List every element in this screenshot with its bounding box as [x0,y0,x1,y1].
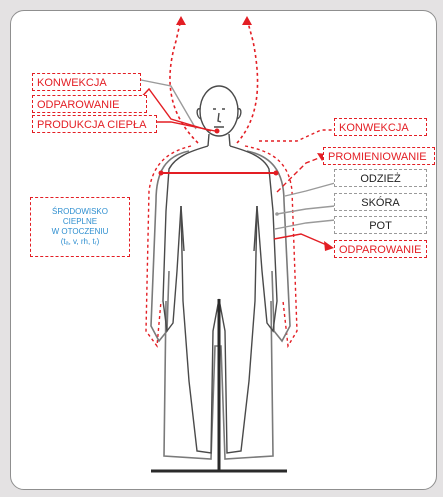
mouth-point-icon [215,129,220,134]
airflow-right [237,19,258,143]
connector-konwekcja-right [259,130,335,141]
arrow-up-right-icon [242,16,252,25]
environment-line3: W OTOCZENIU [31,227,129,237]
environment-line1: ŚRODOWISKO [31,207,129,217]
face [213,109,225,127]
environment-line4: (tₐ, v, rh, tᵣ) [31,237,129,247]
chest-point-left [159,171,164,176]
connector-promieniowanie [277,156,324,192]
connector-odziez [285,183,335,196]
arrow-up-left-icon [176,16,186,25]
connector-odparowanie-right [274,234,329,246]
label-pot: POT [334,216,427,234]
label-konwekcja-left: KONWEKCJA [32,73,141,91]
label-konwekcja-right: KONWEKCJA [334,118,427,136]
environment-box: ŚRODOWISKO CIEPLNE W OTOCZENIU (tₐ, v, r… [30,197,130,257]
inner-arms [181,206,257,251]
label-odziez: ODZIEŻ [334,169,427,187]
label-odparowanie-left: ODPAROWANIE [32,95,147,113]
arrow-odparowanie-icon [324,241,334,251]
label-produkcja-ciepla: PRODUKCJA CIEPŁA [32,115,157,133]
label-skora: SKÓRA [334,193,427,211]
connector-skora [277,206,335,214]
label-odparowanie-right: ODPAROWANIE [334,240,427,258]
connector-pot [275,220,335,229]
label-promieniowanie: PROMIENIOWANIE [323,147,435,165]
diagram-card: KONWEKCJA ODPAROWANIE PRODUKCJA CIEPŁA K… [10,10,437,490]
skin-point [275,212,279,216]
chest-point-right [274,171,279,176]
environment-line2: CIEPLNE [31,217,129,227]
